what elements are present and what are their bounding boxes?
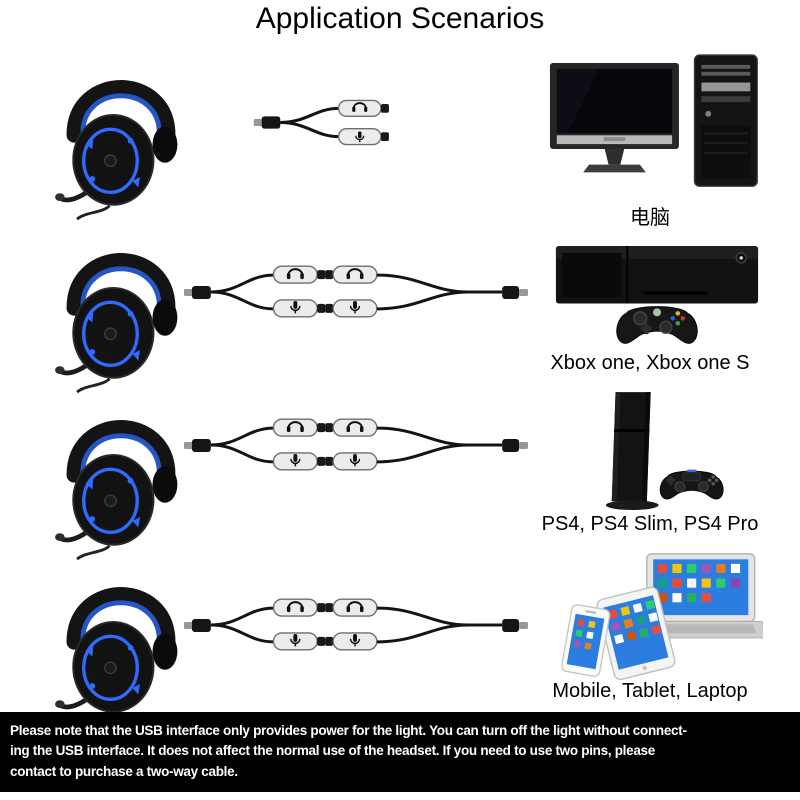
ps4-controller-icon xyxy=(659,469,724,500)
device-label: Mobile, Tablet, Laptop xyxy=(552,680,748,702)
gaming-headset-icon xyxy=(54,49,188,221)
tablet-icon xyxy=(596,586,676,680)
xbox-controller-icon xyxy=(616,306,698,344)
gaming-headset-icon xyxy=(54,389,188,561)
scenario-row-pc: 电脑 xyxy=(0,45,800,229)
footer-note-line: ing the USB interface. It does not affec… xyxy=(10,743,655,759)
gaming-headset-icon xyxy=(54,222,188,394)
desktop-computer-icon xyxy=(549,54,758,187)
footer-note-line: contact to purchase a two-way cable. xyxy=(10,763,238,779)
device-label: PS4, PS4 Slim, PS4 Pro xyxy=(541,513,759,535)
splitter-adapter-cable-icon xyxy=(182,593,530,657)
splitter-adapter-cable-icon xyxy=(182,413,530,477)
footer-note-line: Please note that the USB interface only … xyxy=(10,723,687,738)
scenario-row-ps4: PS4, PS4 Slim, PS4 Pro xyxy=(0,385,800,552)
splitter-adapter-cable-icon xyxy=(182,260,530,324)
gaming-headset-icon xyxy=(54,556,188,728)
mobile-tablet-laptop-icon xyxy=(561,553,763,680)
device-label: 电脑 xyxy=(630,207,670,229)
usb-note-footer: Please note that the USB interface only … xyxy=(0,712,800,792)
xbox-console-icon xyxy=(555,245,759,344)
scenario-row-mobile: Mobile, Tablet, Laptop xyxy=(0,552,800,712)
ps4-console-icon xyxy=(605,392,724,511)
device-label: Xbox one, Xbox one S xyxy=(550,352,750,374)
scenario-row-xbox: Xbox one, Xbox one S xyxy=(0,218,800,385)
smartphone-icon xyxy=(561,604,611,678)
page-title: Application Scenarios xyxy=(255,2,545,35)
y-splitter-cable-icon xyxy=(252,94,464,151)
